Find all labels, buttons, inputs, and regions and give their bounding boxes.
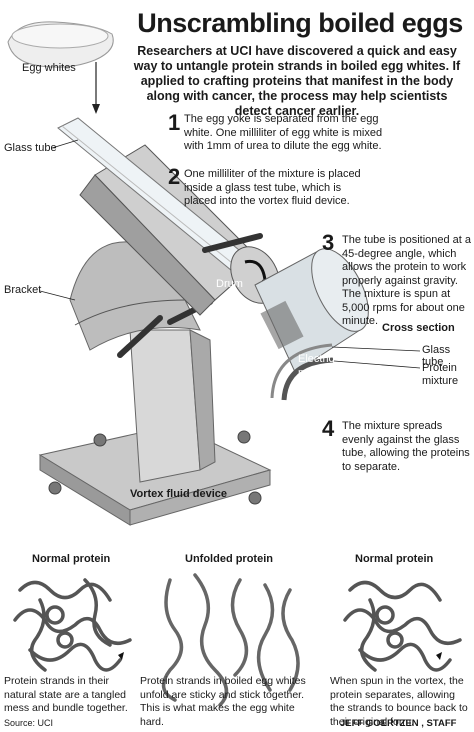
- bolts: [48, 430, 262, 505]
- step-3-number: 3: [322, 230, 335, 255]
- step-2-number: 2: [168, 164, 181, 189]
- device-post: [129, 329, 201, 483]
- cross-section-title: Cross section: [382, 322, 455, 334]
- protein-2-title: Unfolded protein: [185, 553, 273, 565]
- egg-shell-image: [7, 21, 114, 68]
- label-egg-whites: Egg whites: [22, 62, 76, 74]
- protein-3-caption: When spun in the vortex, the protein sep…: [330, 675, 468, 728]
- source-note: Source: UCI: [4, 718, 54, 728]
- step-1-text: The egg yoke is separated from the egg w…: [184, 113, 383, 152]
- label-vortex-device: Vortex fluid device: [130, 488, 227, 500]
- cross-section-protein-mixture: Protein mixture: [422, 362, 459, 387]
- protein-2-caption: Protein strands in boiled egg whites unf…: [140, 675, 306, 728]
- label-electric-motor: Electric motor: [298, 353, 335, 379]
- step-2-text: One milliliter of the mixture is placed …: [184, 168, 361, 207]
- step-4-number: 4: [322, 416, 335, 441]
- protein-normal-1: [13, 578, 132, 672]
- protein-unfolded: [161, 573, 300, 707]
- protein-3-title: Normal protein: [355, 553, 434, 565]
- electric-motor: [254, 248, 369, 373]
- protein-normal-2: [343, 580, 462, 672]
- label-bracket: Bracket: [4, 284, 42, 296]
- glass-tube-leader: [51, 139, 79, 149]
- label-drum: Drum: [216, 278, 243, 290]
- step-3-text: The tube is positioned at a 45-degree an…: [342, 234, 472, 327]
- protein-1-title: Normal protein: [32, 553, 111, 565]
- page-title: Unscrambling boiled eggs: [137, 8, 463, 38]
- step-4-text: The mixture spreads evenly against the g…: [342, 420, 470, 473]
- intro-text: Researchers at UCI have discovered a qui…: [133, 44, 461, 118]
- cross-section-diagram: [270, 343, 421, 401]
- label-glass-tube: Glass tube: [4, 142, 57, 154]
- bracket-leader: [39, 290, 76, 301]
- top-handle: [202, 233, 263, 253]
- credit: JEFF GOERTZEN , STAFF: [340, 718, 457, 729]
- cross-section-glass-tube: Glass tube: [422, 344, 451, 368]
- step-1-number: 1: [168, 110, 181, 135]
- protein-1-caption: Protein strands in their natural state a…: [4, 675, 128, 714]
